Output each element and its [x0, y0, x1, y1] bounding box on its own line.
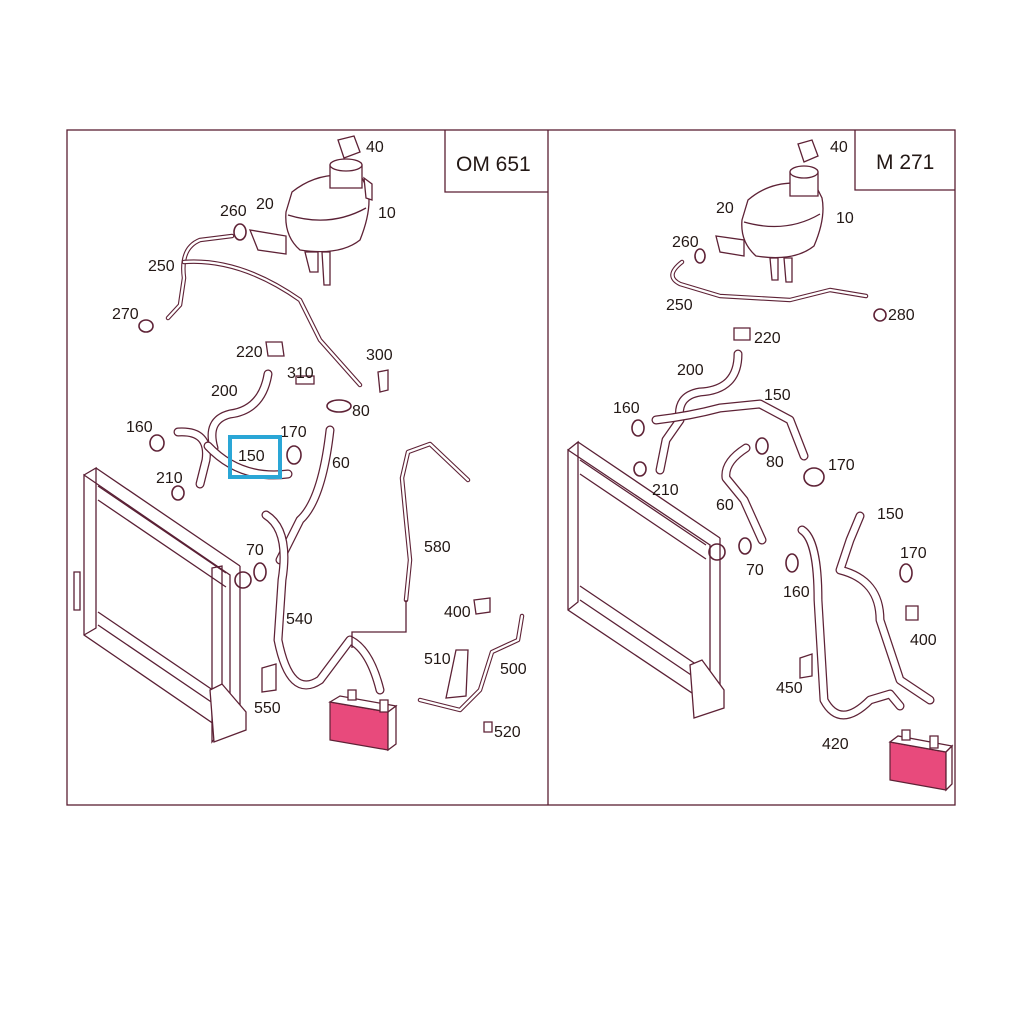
part-label[interactable]: 310 [287, 365, 314, 382]
part-label[interactable]: 170 [828, 457, 855, 474]
part-label[interactable]: 20 [716, 200, 734, 217]
part-label[interactable]: 260 [220, 203, 247, 220]
oil-cooler-m271 [888, 729, 954, 792]
part-label[interactable]: 280 [888, 307, 915, 324]
part-label[interactable]: 500 [500, 661, 527, 678]
expansion-tank [248, 135, 373, 286]
part-label[interactable]: 10 [378, 205, 396, 222]
part-label[interactable]: 150 [877, 506, 904, 523]
part-label[interactable]: 160 [126, 419, 153, 436]
part-label[interactable]: 210 [156, 470, 183, 487]
part-label[interactable]: 200 [211, 383, 238, 400]
part-label[interactable]: 420 [822, 736, 849, 753]
part-label[interactable]: 210 [652, 482, 679, 499]
part-label[interactable]: 160 [613, 400, 640, 417]
part-label-highlighted[interactable]: 150 [238, 448, 265, 465]
part-label[interactable]: 550 [254, 700, 281, 717]
part-label[interactable]: 10 [836, 210, 854, 227]
part-label[interactable]: 70 [746, 562, 764, 579]
part-label[interactable]: 60 [332, 455, 350, 472]
part-label[interactable]: 520 [494, 724, 521, 741]
part-label[interactable]: 510 [424, 651, 451, 668]
part-label[interactable]: 170 [280, 424, 307, 441]
part-label[interactable]: 40 [830, 139, 848, 156]
part-label[interactable]: 250 [148, 258, 175, 275]
part-label[interactable]: 450 [776, 680, 803, 697]
panel-m271: M 271 [567, 139, 954, 792]
oil-cooler-om651 [328, 689, 398, 752]
part-label[interactable]: 160 [783, 584, 810, 601]
part-label[interactable]: 80 [352, 403, 370, 420]
part-label[interactable]: 580 [424, 539, 451, 556]
part-label[interactable]: 300 [366, 347, 393, 364]
radiator [73, 466, 252, 744]
radiator [567, 440, 726, 719]
part-label[interactable]: 70 [246, 542, 264, 559]
highlight-box[interactable] [228, 435, 282, 479]
diagram-frame [66, 129, 956, 806]
part-label[interactable]: 200 [677, 362, 704, 379]
part-label[interactable]: 40 [366, 139, 384, 156]
part-label[interactable]: 400 [910, 632, 937, 649]
part-label[interactable]: 250 [666, 297, 693, 314]
part-label[interactable]: 400 [444, 604, 471, 621]
engine-label-m271: M 271 [876, 151, 934, 174]
part-label[interactable]: 220 [236, 344, 263, 361]
part-label[interactable]: 80 [766, 454, 784, 471]
part-label[interactable]: 20 [256, 196, 274, 213]
part-label[interactable]: 220 [754, 330, 781, 347]
panel-om651: OM 651 [73, 135, 531, 752]
expansion-tank [715, 139, 824, 283]
part-label[interactable]: 270 [112, 306, 139, 323]
part-label[interactable]: 260 [672, 234, 699, 251]
part-label[interactable]: 540 [286, 611, 313, 628]
part-label[interactable]: 60 [716, 497, 734, 514]
part-label[interactable]: 170 [900, 545, 927, 562]
engine-label-om651: OM 651 [456, 153, 531, 176]
part-label[interactable]: 150 [764, 387, 791, 404]
